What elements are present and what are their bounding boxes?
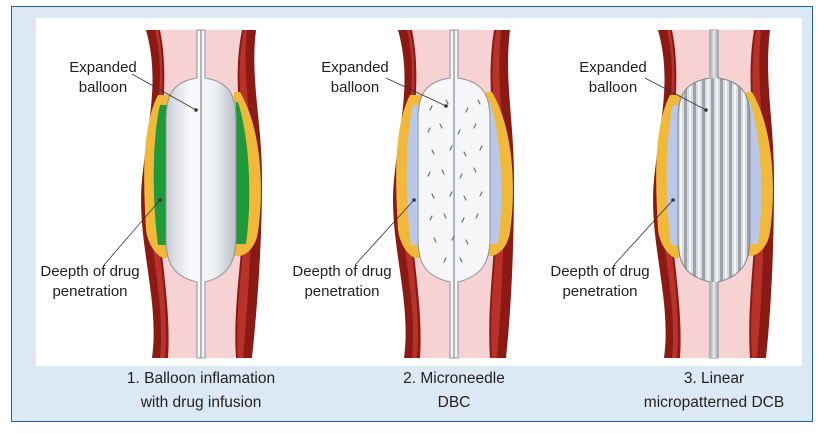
caption-line: with drug infusion <box>140 394 262 411</box>
caption-line: 2. Microneedle <box>403 370 505 387</box>
depth-label-3: Deepth of drug penetration <box>540 262 660 302</box>
label-line: penetration <box>562 283 638 300</box>
expanded-balloon-label-2: Expanded balloon <box>310 58 400 98</box>
caption-line: 3. Linear <box>683 370 745 387</box>
label-line: penetration <box>52 283 128 300</box>
depth-label-2: Deepth of drug penetration <box>282 262 402 302</box>
label-line: Expanded <box>69 59 137 76</box>
label-line: Deepth of drug <box>292 263 392 280</box>
label-line: balloon <box>330 79 380 96</box>
expanded-balloon-label-1: Expanded balloon <box>58 58 148 98</box>
caption-3: 3. Linear micropatterned DCB <box>624 367 804 415</box>
depth-label-1: Deepth of drug penetration <box>30 262 150 302</box>
vessel-1 <box>103 29 262 359</box>
vessel-3 <box>613 29 774 359</box>
vessel-2 <box>354 29 514 359</box>
label-line: balloon <box>588 79 638 96</box>
caption-1: 1. Balloon inflamation with drug infusio… <box>101 367 301 415</box>
caption-2: 2. Microneedle DBC <box>369 367 539 415</box>
label-line: penetration <box>304 283 380 300</box>
expanded-balloon-label-3: Expanded balloon <box>568 58 658 98</box>
label-line: balloon <box>78 79 128 96</box>
label-line: Expanded <box>321 59 389 76</box>
caption-line: 1. Balloon inflamation <box>126 370 276 387</box>
label-line: Expanded <box>579 59 647 76</box>
caption-line: micropatterned DCB <box>643 394 785 411</box>
label-line: Deepth of drug <box>40 263 140 280</box>
caption-line: DBC <box>437 394 471 411</box>
label-line: Deepth of drug <box>550 263 650 280</box>
microneedles <box>427 99 483 263</box>
